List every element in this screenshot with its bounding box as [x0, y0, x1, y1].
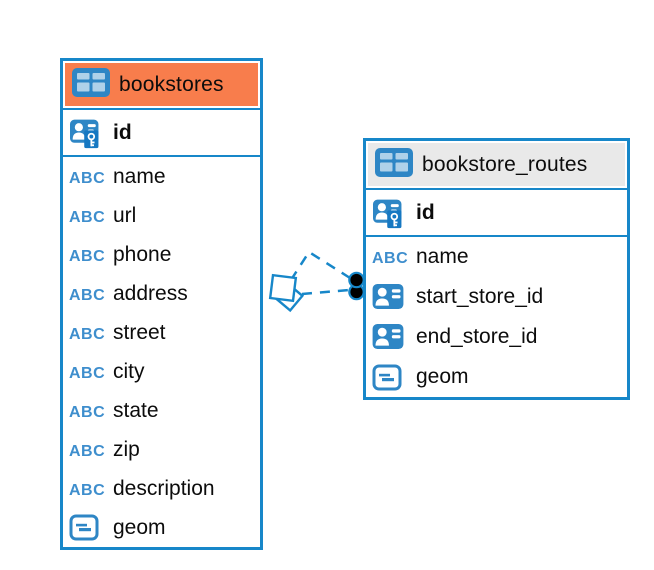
column-name: id — [113, 120, 132, 144]
column-name: end_store_id — [416, 325, 538, 348]
text-type-icon: ABC — [69, 285, 113, 304]
columns-section: ABC name ABC url ABC phone ABC address A… — [63, 157, 260, 547]
many-end-marker — [268, 273, 305, 313]
foreign-key-icon — [372, 284, 416, 310]
column-name: address — [113, 281, 188, 305]
primary-key-section: id — [63, 110, 260, 155]
text-type-icon: ABC — [69, 207, 113, 226]
column-name: description — [113, 476, 215, 500]
text-type-icon: ABC — [372, 248, 416, 267]
table-bookstore-routes[interactable]: bookstore_routes id ABC name start_store… — [363, 138, 630, 400]
column-row-start_store_id: start_store_id — [366, 277, 627, 317]
column-row-street: ABC street — [63, 313, 260, 352]
column-row-name: ABC name — [366, 237, 627, 277]
pk-separator — [366, 235, 627, 237]
primary-key-icon — [69, 117, 113, 149]
table-header-bookstores[interactable]: bookstores — [65, 63, 258, 106]
column-name: start_store_id — [416, 285, 544, 308]
column-row-zip: ABC zip — [63, 430, 260, 469]
column-row-end_store_id: end_store_id — [366, 317, 627, 357]
primary-key-row-id: id — [366, 190, 627, 235]
svg-text:ABC: ABC — [69, 404, 105, 421]
marker-back-square — [273, 281, 305, 313]
marker-front-square — [268, 273, 298, 303]
one-end-dot-1 — [348, 271, 365, 289]
header-separator — [63, 108, 260, 110]
svg-text:ABC: ABC — [372, 250, 408, 267]
text-type-icon: ABC — [69, 168, 113, 187]
geometry-type-icon — [69, 514, 113, 541]
column-row-name: ABC name — [63, 157, 260, 196]
column-row-description: ABC description — [63, 469, 260, 508]
column-name: name — [416, 245, 469, 268]
column-row-url: ABC url — [63, 196, 260, 235]
column-name: state — [113, 398, 159, 422]
column-name: geom — [113, 515, 166, 539]
columns-section: ABC name start_store_id end_store_id geo… — [366, 237, 627, 397]
text-type-icon: ABC — [69, 441, 113, 460]
text-type-icon: ABC — [69, 402, 113, 421]
column-name: city — [113, 359, 145, 383]
text-type-icon: ABC — [69, 480, 113, 499]
svg-text:ABC: ABC — [69, 326, 105, 343]
table-title: bookstore_routes — [422, 152, 588, 176]
column-row-state: ABC state — [63, 391, 260, 430]
svg-text:ABC: ABC — [69, 287, 105, 304]
table-title: bookstores — [119, 72, 224, 96]
svg-text:ABC: ABC — [69, 482, 105, 499]
table-header-bookstore-routes[interactable]: bookstore_routes — [368, 143, 625, 186]
svg-text:ABC: ABC — [69, 170, 105, 187]
text-type-icon: ABC — [69, 363, 113, 382]
relationship-connector[interactable] — [268, 250, 365, 313]
column-row-geom: geom — [366, 357, 627, 397]
column-name: phone — [113, 242, 172, 266]
column-row-geom: geom — [63, 508, 260, 547]
table-icon — [72, 67, 110, 102]
geometry-type-icon — [372, 364, 416, 391]
primary-key-icon — [372, 197, 416, 229]
one-end-dot-2 — [348, 283, 365, 301]
svg-text:ABC: ABC — [69, 209, 105, 226]
column-name: geom — [416, 365, 469, 388]
column-name: url — [113, 203, 137, 227]
primary-key-row-id: id — [63, 110, 260, 155]
svg-text:ABC: ABC — [69, 248, 105, 265]
column-row-city: ABC city — [63, 352, 260, 391]
header-separator — [366, 188, 627, 190]
pk-separator — [63, 155, 260, 157]
text-type-icon: ABC — [69, 324, 113, 343]
foreign-key-icon — [372, 324, 416, 350]
relationship-line-1[interactable] — [289, 250, 351, 281]
svg-text:ABC: ABC — [69, 365, 105, 382]
relationship-line-2[interactable] — [301, 288, 350, 296]
column-row-address: ABC address — [63, 274, 260, 313]
svg-text:ABC: ABC — [69, 443, 105, 460]
column-name: street — [113, 320, 166, 344]
column-name: id — [416, 200, 435, 224]
column-row-phone: ABC phone — [63, 235, 260, 274]
table-bookstores[interactable]: bookstores id ABC name ABC url ABC phone… — [60, 58, 263, 550]
table-icon — [375, 147, 413, 182]
column-name: name — [113, 164, 166, 188]
primary-key-section: id — [366, 190, 627, 235]
column-name: zip — [113, 437, 140, 461]
text-type-icon: ABC — [69, 246, 113, 265]
